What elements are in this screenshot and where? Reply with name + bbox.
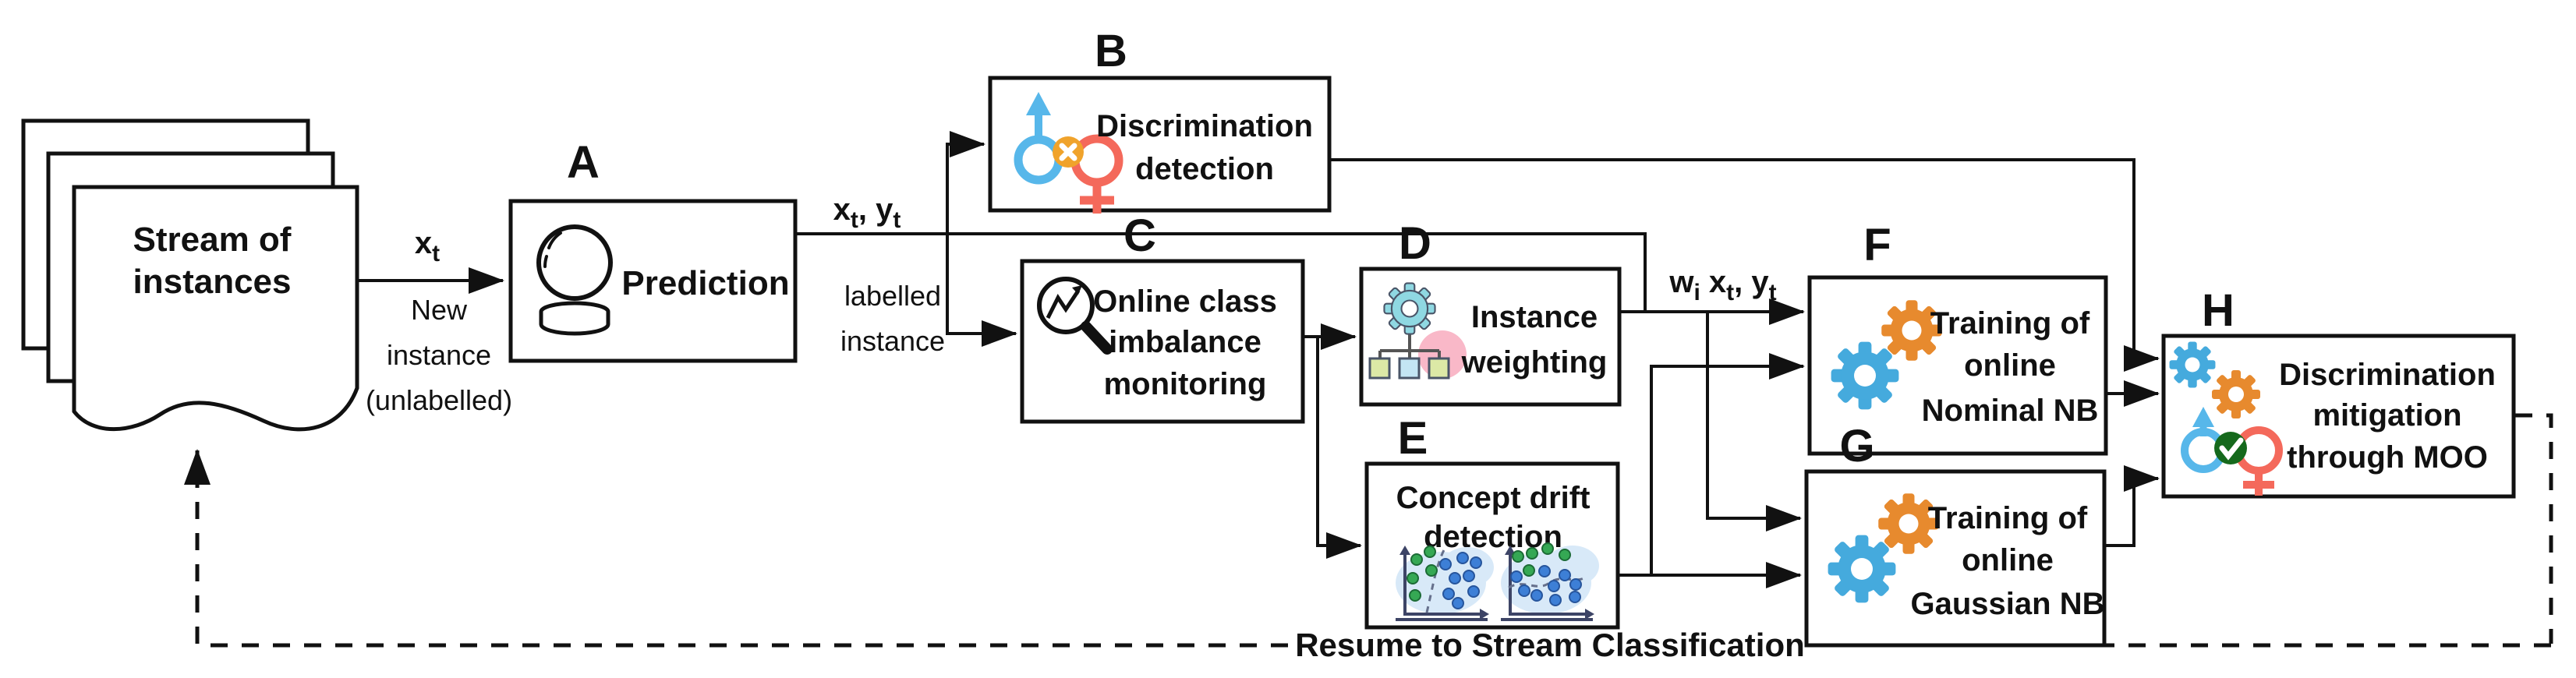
check-mark (2219, 437, 2244, 461)
svg-text:xt: xt (415, 226, 440, 267)
block-d-letter: D (1399, 218, 1431, 269)
new-instance-line2: instance (387, 339, 491, 371)
scatter-plot-after-drift (1501, 542, 1599, 621)
block-g-letter: G (1839, 421, 1874, 471)
scatter-drift-icon (1396, 542, 1599, 621)
male-arrow-head (2192, 407, 2214, 427)
block-d-instance-weighting: D Instance weighting (1359, 218, 1622, 407)
label-weighted-instance: wi xt, yt (1668, 265, 1776, 305)
block-c-letter: C (1123, 210, 1156, 261)
check-badge (2214, 432, 2247, 464)
block-c-title-line3: monitoring (1104, 367, 1267, 401)
green-dots (1407, 546, 1438, 602)
blue-gear (2169, 341, 2216, 388)
block-f-title-line1: Training of (1930, 306, 2090, 341)
teal-gear (1383, 282, 1436, 335)
block-d-box (1359, 267, 1622, 407)
block-h-title-line1: Discrimination (2279, 358, 2496, 392)
edge-gaussian-to-mitigation (2104, 465, 2160, 547)
block-e-title-line1: Concept drift (1396, 481, 1591, 515)
block-b-box (988, 76, 1332, 213)
resume-label: Resume to Stream Classification (1295, 627, 1805, 663)
green-dots (1512, 542, 1571, 577)
block-b-title-line2: detection (1135, 152, 1274, 186)
blue-gear (1828, 535, 1896, 603)
new-instance-line3: (unlabelled) (366, 384, 512, 416)
block-h-discrimination-mitigation: H Discrimination mitigation through MOO (2161, 285, 2516, 499)
block-d-title-line1: Instance (1471, 300, 1598, 334)
block-f-title-line3: Nominal NB (1922, 394, 2099, 428)
stream-title-line2: instances (133, 263, 292, 301)
blue-dots (1510, 565, 1582, 606)
gender-symbols-blocked-icon (1014, 92, 1123, 214)
magnifier-trend-icon (1037, 277, 1113, 355)
block-d-title-line2: weighting (1461, 345, 1608, 380)
block-g-title-line2: online (1962, 543, 2054, 577)
block-b-letter: B (1095, 26, 1127, 76)
block-c-title-line2: imbalance (1109, 325, 1261, 359)
stream-title-line1: Stream of (133, 221, 292, 259)
block-g-title-line3: Gaussian NB (1911, 587, 2105, 621)
block-f-letter: F (1863, 220, 1891, 270)
block-f-training-nominal-nb: F Training of online Nominal NB (1807, 220, 2108, 456)
male-arrow-head (1026, 92, 1051, 115)
edge-drift-to-nominal-nb (1650, 353, 1805, 575)
labelled-line1: labelled (844, 280, 941, 312)
gear-hierarchy-icon (1368, 282, 1467, 380)
svg-text:xt, yt: xt, yt (833, 192, 901, 233)
label-new-instance: xt New instance (unlabelled) (366, 226, 512, 416)
block-e-title-line2: detection (1424, 520, 1562, 554)
gears-and-gender-check-icon (2169, 341, 2283, 496)
block-h-box (2161, 334, 2516, 499)
block-b-discrimination-detection: B Discrimination detection (988, 26, 1332, 214)
block-h-letter: H (2202, 285, 2235, 336)
edge-weighted-to-gaussian-nb (1706, 312, 1802, 531)
edge-imbalance-to-drift (1316, 337, 1362, 559)
block-h-title-line3: through MOO (2287, 440, 2488, 475)
labelled-line2: instance (840, 325, 945, 357)
orange-gear (2212, 370, 2260, 418)
block-c-class-imbalance: C Online class imbalance monitoring (1020, 210, 1305, 424)
edge-labelled-trunk (795, 232, 1647, 312)
leaf-square-left (1368, 357, 1391, 380)
block-f-title-line2: online (1964, 348, 2056, 383)
crystal-ball-icon (536, 224, 613, 336)
new-instance-line1: New (411, 294, 468, 326)
edge-detection-to-mitigation (1329, 158, 2160, 372)
stacked-page-front-wavy (72, 185, 359, 432)
block-a-title: Prediction (621, 264, 789, 302)
edge-trunk-to-discrimination-detection (946, 131, 985, 234)
edge-trunk-to-class-imbalance (946, 234, 1017, 347)
stream-of-instances: Stream of instances (21, 118, 359, 432)
block-h-title-line2: mitigation (2312, 398, 2461, 433)
blue-gear (1831, 341, 1899, 410)
block-a-prediction: A Prediction (508, 137, 798, 363)
block-g-training-gaussian-nb: G Training of online Gaussian NB (1804, 421, 2107, 648)
block-g-title-line1: Training of (1928, 501, 2088, 535)
leaf-square-mid (1398, 357, 1421, 380)
block-c-title-line1: Online class (1093, 284, 1277, 319)
block-e-concept-drift: E Concept drift detection (1364, 413, 1620, 630)
blue-dots (1439, 552, 1482, 609)
edge-mitigation-feedback-down (2515, 413, 2553, 644)
x-mark (1059, 143, 1077, 161)
block-b-title-line1: Discrimination (1096, 109, 1313, 143)
label-labelled-instance: xt, yt labelled instance (833, 192, 945, 357)
leaf-square-right (1428, 357, 1450, 380)
scatter-plot-before-drift (1396, 546, 1494, 621)
block-e-letter: E (1398, 413, 1428, 464)
block-a-letter: A (567, 137, 600, 188)
